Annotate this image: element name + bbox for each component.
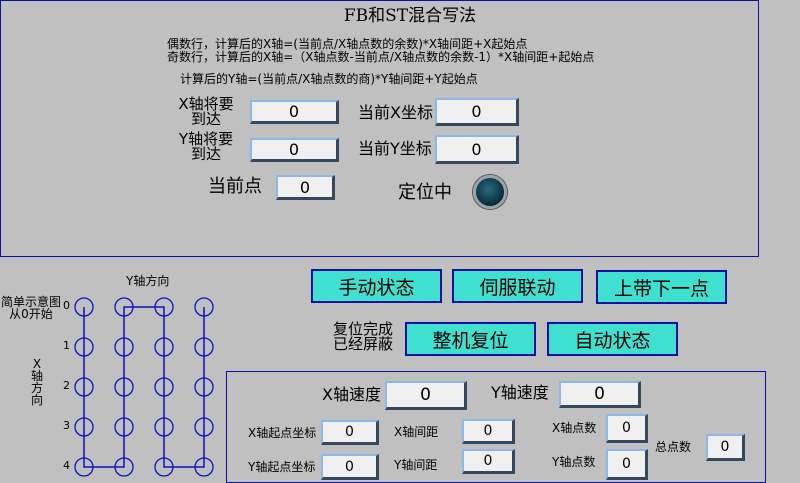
formula-y: 计算后的Y轴=(当前点/X轴点数的商)*Y轴间距+Y起始点: [180, 72, 478, 86]
machine-reset-button[interactable]: 整机复位: [405, 322, 536, 356]
diagram-title: 简单示意图从0开始: [0, 296, 62, 320]
y-pitch-label: Y轴间距: [394, 458, 438, 472]
grid-point: [194, 457, 214, 477]
cur-y-label: 当前Y坐标: [358, 139, 432, 158]
total-label: 总点数: [655, 440, 692, 454]
y-target-field[interactable]: 0: [250, 138, 339, 162]
y-pitch-field[interactable]: 0: [462, 449, 515, 474]
path-line: [83, 306, 205, 468]
y-start-label: Y轴起点坐标: [248, 460, 316, 474]
x-target-label-1: X轴将要: [178, 95, 234, 113]
grid-point: [114, 417, 134, 437]
row-label: 1: [63, 339, 70, 352]
y-count-field[interactable]: 0: [606, 449, 648, 480]
cur-x-label: 当前X坐标: [358, 103, 433, 122]
row-label: 0: [63, 299, 70, 312]
y-target-label: Y轴将要到达: [176, 132, 236, 162]
auto-mode-button[interactable]: 自动状态: [547, 322, 678, 356]
grid-point: [154, 457, 174, 477]
grid-point: [194, 417, 214, 437]
next-point-button[interactable]: 上带下一点: [596, 270, 727, 304]
grid-point: [74, 297, 94, 317]
x-target-label: X轴将要到达: [176, 97, 236, 127]
x-dir-char: X: [32, 357, 42, 371]
reset-note-1: 复位完成: [332, 320, 393, 338]
reset-note: 复位完成已经屏蔽: [330, 322, 396, 352]
grid-point: [74, 417, 94, 437]
row-label: 4: [63, 459, 70, 472]
total-field[interactable]: 0: [706, 434, 745, 461]
servo-link-button[interactable]: 伺服联动: [452, 269, 583, 303]
x-target-label-2: 到达: [190, 110, 221, 128]
formula-even: 偶数行，计算后的X轴=(当前点/X轴点数的余数)*X轴间距+X起始点: [167, 37, 528, 51]
x-count-field[interactable]: 0: [606, 414, 648, 443]
x-speed-label: X轴速度: [322, 385, 381, 404]
y-speed-field[interactable]: 0: [559, 381, 641, 408]
grid-point: [194, 377, 214, 397]
x-dir-char: 轴: [30, 369, 43, 383]
x-pitch-label: X轴间距: [394, 425, 439, 439]
page-title: FB和ST混合写法: [343, 6, 477, 26]
cur-point-field[interactable]: 0: [276, 175, 335, 200]
x-count-label: X轴点数: [552, 421, 597, 435]
grid-point: [114, 337, 134, 357]
diagram-x-direction: X 轴 方 向: [28, 358, 46, 406]
diagram-title-1: 简单示意图: [0, 295, 61, 309]
positioning-label: 定位中: [398, 182, 452, 203]
grid-point: [114, 377, 134, 397]
row-label: 2: [63, 379, 70, 392]
x-dir-char: 向: [30, 393, 43, 407]
grid-point: [114, 297, 134, 317]
grid-point: [154, 337, 174, 357]
x-start-field[interactable]: 0: [321, 420, 379, 445]
manual-mode-button[interactable]: 手动状态: [311, 269, 442, 303]
x-speed-field[interactable]: 0: [385, 381, 467, 410]
row-label: 3: [63, 419, 70, 432]
grid-point: [154, 377, 174, 397]
top-panel: [0, 0, 759, 257]
diagram-title-2: 从0开始: [9, 307, 53, 321]
x-pitch-field[interactable]: 0: [462, 419, 515, 444]
x-target-field[interactable]: 0: [250, 100, 339, 124]
y-target-label-2: 到达: [190, 145, 221, 163]
grid-point: [154, 297, 174, 317]
grid-point: [194, 297, 214, 317]
point-grid-diagram: [74, 297, 214, 477]
formula-odd: 奇数行，计算后的X轴=（X轴点数-当前点/X轴点数的余数-1）*X轴间距+起始点: [167, 50, 595, 64]
grid-point: [154, 417, 174, 437]
grid-point: [74, 377, 94, 397]
reset-note-2: 已经屏蔽: [332, 335, 393, 353]
cur-point-label: 当前点: [208, 176, 262, 197]
diagram-y-direction: Y轴方向: [126, 274, 170, 288]
y-count-label: Y轴点数: [552, 455, 596, 469]
grid-point: [74, 457, 94, 477]
grid-point: [114, 457, 134, 477]
cur-y-field[interactable]: 0: [435, 135, 519, 164]
y-target-label-1: Y轴将要: [178, 130, 234, 148]
cur-x-field[interactable]: 0: [435, 98, 519, 126]
x-dir-char: 方: [30, 381, 43, 395]
y-start-field[interactable]: 0: [321, 454, 379, 480]
x-start-label: X轴起点坐标: [248, 426, 317, 440]
y-speed-label: Y轴速度: [491, 383, 549, 402]
grid-point: [194, 337, 214, 357]
positioning-indicator: [473, 175, 507, 209]
grid-point: [74, 337, 94, 357]
